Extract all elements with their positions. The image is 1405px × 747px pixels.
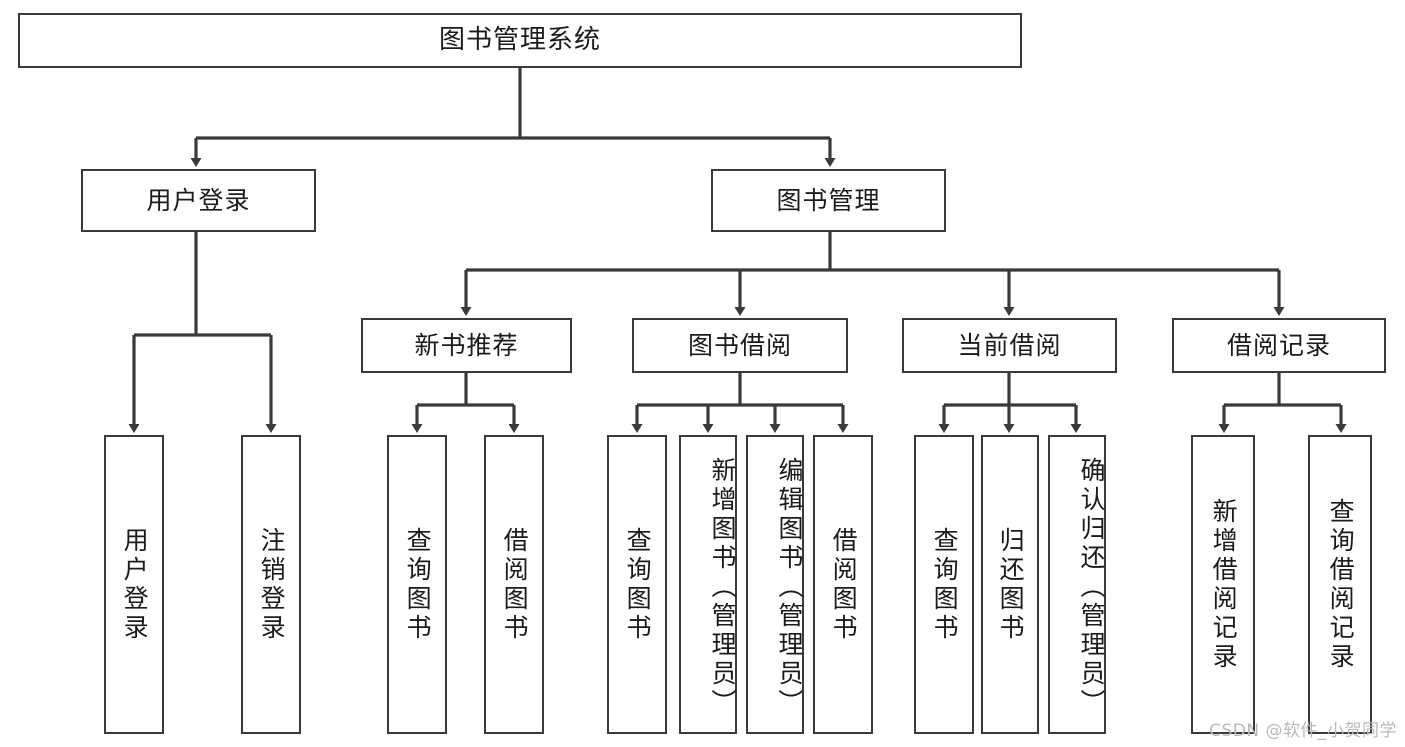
leaf-borrow-borrow-book[interactable]: 借阅图书 xyxy=(813,435,873,734)
node-label: 归还图书 xyxy=(996,526,1026,643)
node-book-borrow[interactable]: 图书借阅 xyxy=(632,318,848,373)
node-label: 确认归还（管理员） xyxy=(1077,457,1106,718)
leaf-borrow-query-book[interactable]: 查询图书 xyxy=(607,435,667,734)
leaf-recommend-query-book[interactable]: 查询图书 xyxy=(387,435,447,734)
node-new-book-recommend[interactable]: 新书推荐 xyxy=(361,318,572,373)
leaf-record-add-record[interactable]: 新增借阅记录 xyxy=(1191,435,1255,734)
node-current-borrow[interactable]: 当前借阅 xyxy=(902,318,1117,373)
leaf-user-login-logout[interactable]: 注销登录 xyxy=(241,435,301,734)
node-root-system[interactable]: 图书管理系统 xyxy=(18,13,1022,68)
node-label: 查询图书 xyxy=(930,526,960,643)
watermark-text: CSDN @软件_小贺同学 xyxy=(1209,721,1397,741)
node-label: 借阅图书 xyxy=(500,526,530,643)
leaf-recommend-borrow-book[interactable]: 借阅图书 xyxy=(484,435,544,734)
node-label: 借阅记录 xyxy=(1226,330,1331,360)
leaf-record-query-record[interactable]: 查询借阅记录 xyxy=(1308,435,1372,734)
leaf-current-confirm-return-admin[interactable]: 确认归还（管理员） xyxy=(1048,435,1106,734)
node-label: 用户登录 xyxy=(120,526,150,643)
node-label: 图书管理系统 xyxy=(438,24,601,55)
node-user-login[interactable]: 用户登录 xyxy=(81,169,316,232)
leaf-current-query-book[interactable]: 查询图书 xyxy=(914,435,974,734)
node-label: 编辑图书（管理员） xyxy=(775,457,804,718)
leaf-current-return-book[interactable]: 归还图书 xyxy=(981,435,1039,734)
leaf-user-login-login[interactable]: 用户登录 xyxy=(104,435,164,734)
node-label: 新增借阅记录 xyxy=(1209,497,1239,672)
node-label: 图书管理 xyxy=(776,185,881,215)
node-borrow-record[interactable]: 借阅记录 xyxy=(1172,318,1386,373)
node-label: 图书借阅 xyxy=(687,330,792,360)
node-label: 查询借阅记录 xyxy=(1326,497,1356,672)
leaf-borrow-add-book-admin[interactable]: 新增图书（管理员） xyxy=(679,435,737,734)
node-label: 注销登录 xyxy=(257,526,287,643)
node-label: 查询图书 xyxy=(403,526,433,643)
node-label: 新增图书（管理员） xyxy=(708,457,737,718)
node-label: 查询图书 xyxy=(623,526,653,643)
node-label: 新书推荐 xyxy=(414,330,519,360)
node-label: 用户登录 xyxy=(146,185,251,215)
node-label: 借阅图书 xyxy=(829,526,859,643)
node-book-management[interactable]: 图书管理 xyxy=(711,169,946,232)
leaf-borrow-edit-book-admin[interactable]: 编辑图书（管理员） xyxy=(746,435,804,734)
node-label: 当前借阅 xyxy=(957,330,1062,360)
